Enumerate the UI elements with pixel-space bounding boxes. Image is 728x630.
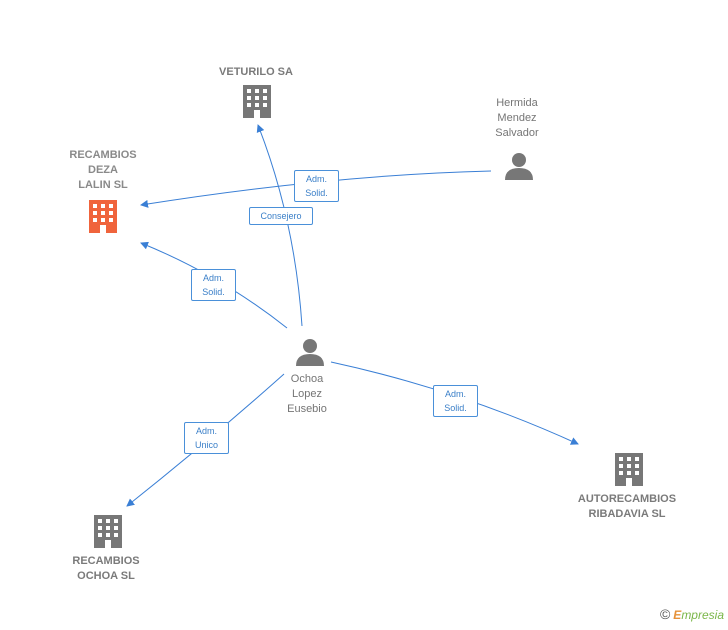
- node-label-veturilo[interactable]: VETURILO SA: [219, 66, 293, 78]
- person-icon: [296, 339, 324, 366]
- relation-label-ochoa-recambios-ochoa: Adm. Unico: [184, 422, 229, 454]
- building-icon: [615, 453, 643, 486]
- building-icon: [94, 515, 122, 548]
- node-label-recambios-ochoa[interactable]: RECAMBIOS OCHOA SL: [72, 555, 140, 582]
- brand-logo: Empresia: [673, 608, 724, 622]
- person-icon: [505, 153, 533, 180]
- relation-label-hermida-deza: Adm. Solid.: [294, 170, 339, 202]
- node-label-ochoa-lopez[interactable]: Ochoa Lopez Eusebio: [287, 373, 327, 415]
- node-label-autorecambios[interactable]: AUTORECAMBIOS RIBADAVIA SL: [577, 493, 677, 520]
- relation-label-ochoa-deza: Adm. Solid.: [191, 269, 236, 301]
- relation-label-ochoa-veturilo: Consejero: [249, 207, 313, 225]
- building-icon-main: [89, 200, 117, 233]
- footer-brand: ©Empresia: [660, 606, 724, 622]
- relation-label-ochoa-autorecambios: Adm. Solid.: [433, 385, 478, 417]
- node-label-hermida[interactable]: Hermida Mendez Salvador: [495, 97, 539, 139]
- copyright-symbol: ©: [659, 606, 671, 622]
- building-icon: [243, 85, 271, 118]
- node-label-recambios-deza[interactable]: RECAMBIOS DEZA LALIN SL: [69, 149, 137, 191]
- edge-ochoa-to-veturilo: [256, 124, 303, 327]
